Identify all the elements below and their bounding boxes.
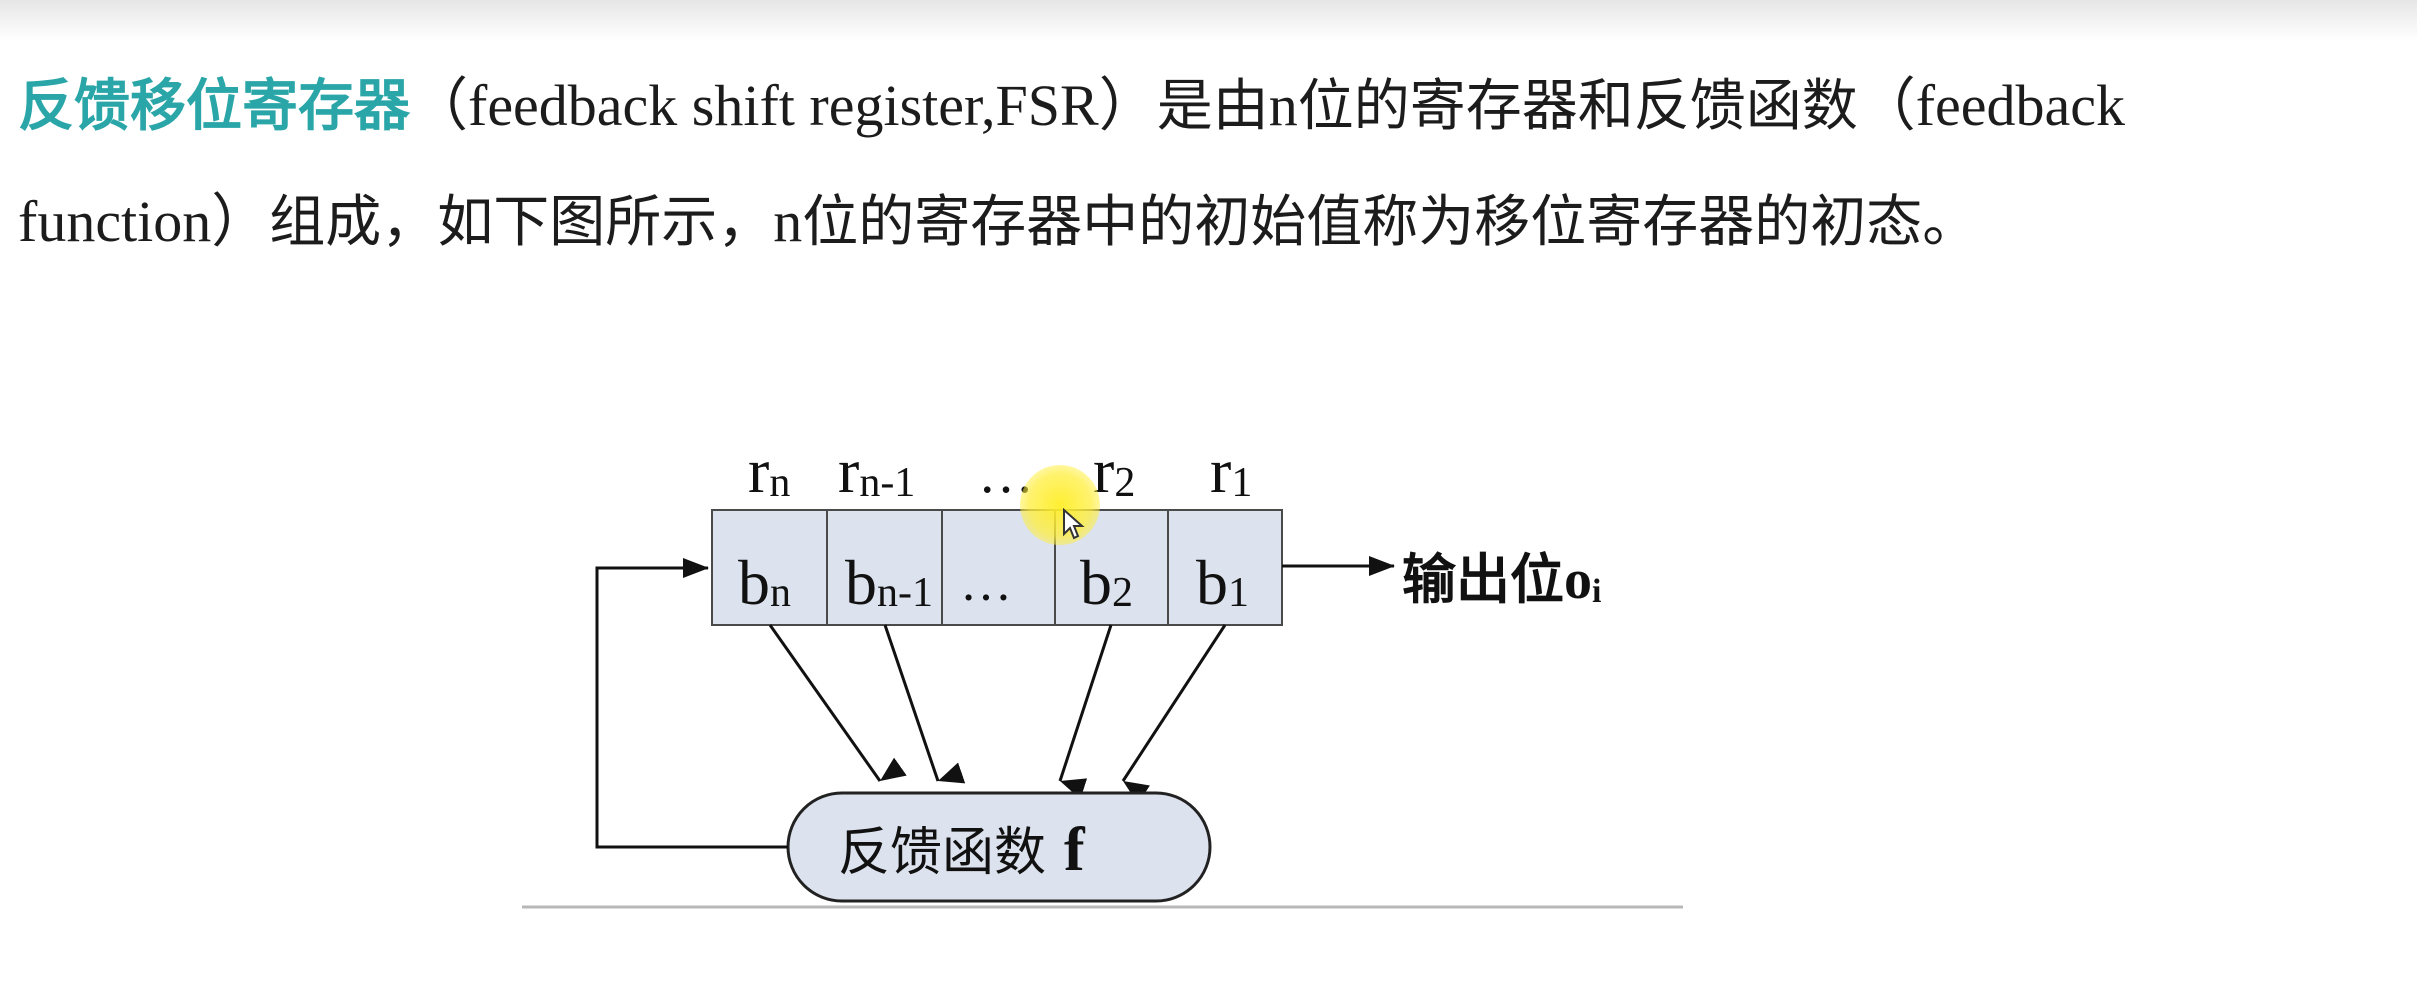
cell-label-bn-1: bn-1	[845, 547, 933, 618]
cell-label-bn: bn	[738, 547, 791, 618]
function-english: function）	[18, 189, 270, 254]
tap-arrow-bn	[768, 624, 907, 782]
intro-paragraph: 反馈移位寄存器（feedback shift register,FSR）是由n位…	[18, 48, 2408, 280]
cell-label-b1: b1	[1196, 547, 1249, 618]
register-label-rn: rn	[748, 435, 790, 506]
tap-arrow-b1	[1121, 624, 1227, 804]
register-cell-b1	[1167, 509, 1283, 626]
fsr-english: （feedback shift register,FSR）	[410, 73, 1157, 138]
register-cell-bn-1	[826, 509, 943, 626]
register-cell-bn	[711, 509, 828, 626]
feedback-english: （feedback	[1857, 73, 2125, 138]
tap-arrow-b2	[1058, 624, 1113, 800]
intro-text: 位的寄存器中的初始值称为移位寄存器的初态。	[802, 190, 1979, 255]
cell-label-b2: b2	[1080, 547, 1133, 618]
intro-line-2: function）组成，如下图所示，n位的寄存器中的初始值称为移位寄存器的初态。	[18, 164, 2408, 280]
register-labels: rn rn-1 … r2 r1	[748, 435, 1252, 506]
register-label-rn-1: rn-1	[838, 435, 915, 506]
intro-text: 组成，如下图所示，	[269, 190, 774, 255]
register-label-r1: r1	[1210, 435, 1252, 506]
cell-labels: bn bn-1 … b2 b1	[738, 547, 1249, 618]
cursor-highlight	[1020, 465, 1100, 545]
feedback-loop-line	[595, 558, 788, 849]
cell-label-ellipsis: …	[960, 555, 1012, 612]
n-symbol: n	[1268, 73, 1298, 138]
output-label: 输出位oi	[1402, 548, 1601, 611]
intro-text: 是由	[1156, 74, 1269, 139]
n-symbol: n	[773, 189, 803, 254]
term-fsr: 反馈移位寄存器	[18, 74, 410, 139]
intro-line-1: 反馈移位寄存器（feedback shift register,FSR）是由n位…	[18, 48, 2408, 164]
top-shade	[0, 0, 2417, 40]
mouse-pointer-icon	[1063, 508, 1085, 540]
tap-arrow-bn-1	[883, 624, 966, 784]
intro-text: 位的寄存器和反馈函数	[1297, 74, 1858, 139]
tap-arrows	[768, 624, 1227, 804]
register-label-r2: r2	[1093, 435, 1135, 506]
